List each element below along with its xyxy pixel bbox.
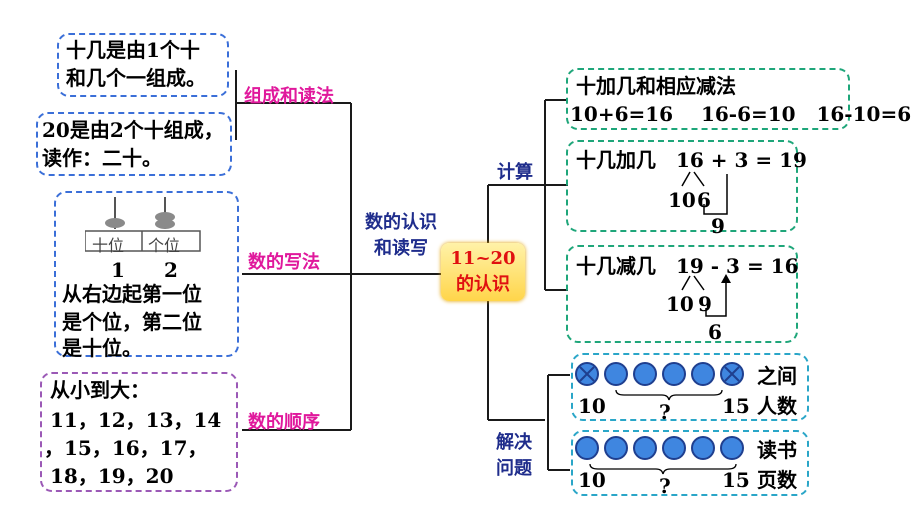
composition-box-2-line2: 读作：二十。	[42, 146, 162, 170]
composition-box-1-line2: 和几个一组成。	[66, 66, 206, 90]
abacus-ones-label: 个位	[148, 236, 181, 255]
writing-box	[54, 191, 239, 357]
calc-box-2-split-a: 10	[668, 188, 696, 212]
branch-solve-line1: 解决	[496, 432, 532, 453]
order-line2: 11，12，13，14	[50, 408, 222, 432]
digit-ones: 2	[164, 258, 178, 282]
person-icon	[662, 362, 686, 386]
hub-line1: 数的认识	[365, 212, 437, 233]
problem-2-question: ?	[659, 474, 671, 498]
branch-solve-line2: 问题	[496, 458, 532, 479]
problem-box-2	[571, 430, 809, 496]
composition-box-2-line1: 20是由2个十组成，	[42, 118, 224, 142]
page-icon	[575, 436, 599, 460]
branch-order: 数的顺序	[248, 412, 320, 433]
calc-box-3-split-a: 10	[666, 292, 694, 316]
calc-box-3-equation: 19 - 3 = 16	[676, 254, 799, 278]
composition-box-1-line1: 十几是由1个十	[66, 38, 200, 62]
branch-solve: 解决 问题	[496, 430, 532, 482]
problem-2-label-line2: 页数	[757, 468, 797, 492]
problem-2-left: 10	[578, 468, 606, 492]
calc-box-3-result: 6	[708, 320, 722, 344]
problem-1-label-line2: 人数	[757, 394, 797, 418]
calc-box-1-equations: 10+6=16 16-6=10 16-10=6	[570, 102, 912, 126]
calc-box-3	[566, 245, 798, 343]
page-icon	[720, 436, 744, 460]
order-line1: 从小到大：	[50, 378, 150, 402]
calc-box-2-title: 十几加几	[576, 148, 656, 172]
calc-box-1-title: 十加几和相应减法	[576, 74, 736, 98]
center-topic: 11~20 的认识	[441, 243, 525, 301]
brace-1	[615, 389, 723, 401]
writing-line1: 从右边起第一位	[62, 282, 202, 306]
calc-box-2-split-b: 6	[697, 188, 711, 212]
problem-1-label-line1: 之间	[757, 364, 797, 388]
page-icon	[691, 436, 715, 460]
branch-calc: 计算	[497, 162, 533, 183]
crossed-person-icon	[575, 362, 599, 386]
calc-box-3-split-b: 9	[698, 292, 712, 316]
problem-2-label-line1: 读书	[757, 438, 797, 462]
brace-2	[589, 463, 737, 475]
center-line2: 的认识	[456, 274, 510, 295]
abacus-tens-label: 十位	[92, 236, 125, 255]
page-icon	[662, 436, 686, 460]
composition-box-1	[57, 33, 229, 97]
problem-1-question: ?	[659, 400, 671, 424]
calc-box-2	[566, 140, 798, 232]
center-line1: 11~20	[450, 248, 516, 269]
calc-box-2-equation: 16 + 3 = 19	[676, 148, 807, 172]
page-icon	[604, 436, 628, 460]
calc-box-3-title: 十几减几	[576, 254, 656, 278]
hub-line2: 和读写	[374, 238, 428, 259]
hub-label: 数的认识 和读写	[356, 210, 446, 262]
writing-line3: 是十位。	[62, 336, 142, 360]
calc-box-2-split-lines	[681, 171, 728, 215]
person-icon	[633, 362, 657, 386]
problem-2-right: 15	[722, 468, 750, 492]
page-icon	[633, 436, 657, 460]
order-line4: 18，19，20	[50, 464, 174, 488]
calc-box-1	[566, 68, 850, 130]
abacus-icon	[85, 197, 201, 252]
composition-box-2	[36, 112, 232, 176]
problem-box-1	[571, 353, 809, 421]
order-box	[40, 372, 238, 492]
person-icon	[691, 362, 715, 386]
calc-box-2-result: 9	[711, 214, 725, 238]
digit-tens: 1	[111, 258, 125, 282]
branch-writing: 数的写法	[248, 252, 320, 273]
order-line3: ，15，16，17，	[44, 436, 208, 460]
calc-box-3-split-lines	[681, 274, 731, 317]
person-icon	[604, 362, 628, 386]
cross-marks	[579, 366, 740, 382]
problem-1-right: 15	[722, 394, 750, 418]
writing-line2: 是个位，第二位	[62, 310, 202, 334]
problem-1-left: 10	[578, 394, 606, 418]
branch-composition: 组成和读法	[244, 86, 334, 107]
